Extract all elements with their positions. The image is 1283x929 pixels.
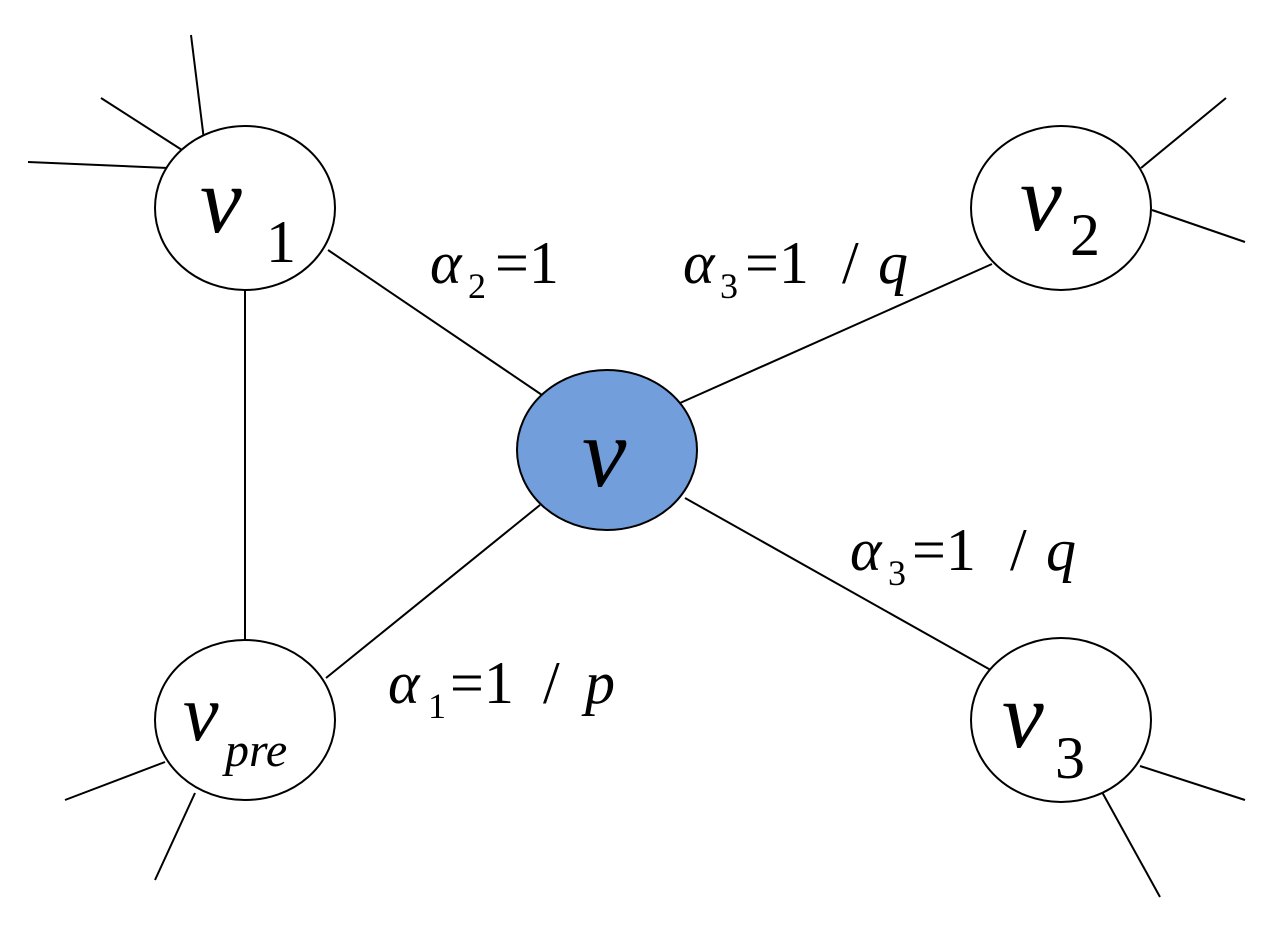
edge-label-v-vpre-subscript: 1 bbox=[428, 686, 446, 726]
node-v1-subscript: 1 bbox=[266, 209, 296, 275]
node-v-symbol: v bbox=[582, 397, 627, 508]
edge-v3-stub-2 bbox=[1101, 791, 1161, 898]
edge-v3-stub-1 bbox=[1139, 765, 1246, 801]
node-vpre: v pre bbox=[154, 639, 336, 801]
node-v2: v 2 bbox=[970, 125, 1152, 291]
edge-label-v-v2-subscript: 3 bbox=[720, 266, 738, 306]
edge-label-v-v2-param: q bbox=[878, 230, 908, 296]
edge-label-v-v3-symbol: α bbox=[850, 517, 883, 583]
node-v-center: v bbox=[516, 369, 698, 531]
node-v1-symbol: v bbox=[200, 149, 242, 253]
edge-vpre-stub-1 bbox=[64, 761, 166, 801]
node-v1-circle bbox=[154, 125, 336, 291]
node-v-circle bbox=[516, 369, 698, 531]
edge-v-vpre bbox=[325, 504, 541, 679]
edge-label-v-v3-param: q bbox=[1046, 517, 1076, 583]
edge-label-v-v1-symbol: α bbox=[430, 230, 463, 296]
edge-v2-stub-1 bbox=[1140, 97, 1227, 169]
node-vpre-circle bbox=[154, 639, 336, 801]
edge-label-v-vpre: α 1 =1 / p bbox=[388, 650, 615, 726]
edge-label-v-v2: α 3 =1 / q bbox=[683, 230, 908, 306]
node-v3-symbol: v bbox=[1002, 664, 1044, 768]
edge-label-v-v1: α 2 =1 bbox=[430, 230, 559, 306]
edge-label-v-v3: α 3 =1 / q bbox=[850, 517, 1076, 593]
node-v2-symbol: v bbox=[1020, 147, 1062, 251]
node-v2-circle bbox=[970, 125, 1152, 291]
edge-label-v-v3-subscript: 3 bbox=[888, 553, 906, 593]
edge-label-v-v1-equals: =1 bbox=[495, 230, 559, 296]
edge-label-v-vpre-param: p bbox=[581, 650, 615, 716]
edge-label-v-v3-equals: =1 bbox=[912, 517, 976, 583]
edge-label-v-v2-slash: / bbox=[842, 230, 859, 296]
edge-v-v3 bbox=[684, 497, 997, 674]
edge-label-v-vpre-slash: / bbox=[543, 650, 560, 716]
edge-label-v-vpre-equals: =1 bbox=[450, 650, 514, 716]
edge-v1-stub-2 bbox=[100, 97, 183, 151]
edge-label-v-vpre-symbol: α bbox=[388, 650, 421, 716]
edge-v-v2 bbox=[679, 263, 993, 404]
node-v1: v 1 bbox=[154, 125, 336, 291]
node-v3-circle bbox=[970, 637, 1152, 803]
node-vpre-subscript: pre bbox=[222, 724, 287, 777]
edge-v1-stub-1 bbox=[190, 34, 205, 141]
node-v3-subscript: 3 bbox=[1055, 725, 1085, 791]
edge-label-v-v2-equals: =1 bbox=[745, 230, 809, 296]
edge-v2-stub-2 bbox=[1151, 209, 1246, 243]
node-vpre-symbol: v bbox=[183, 670, 219, 758]
edge-label-v-v1-subscript: 2 bbox=[468, 266, 486, 306]
edge-vpre-stub-2 bbox=[154, 792, 196, 881]
node-v3: v 3 bbox=[970, 637, 1152, 803]
edge-label-v-v3-slash: / bbox=[1010, 517, 1027, 583]
edge-v1-stub-3 bbox=[27, 161, 169, 169]
edge-label-v-v2-symbol: α bbox=[683, 230, 716, 296]
node-v2-subscript: 2 bbox=[1070, 202, 1100, 268]
edge-v-v1 bbox=[327, 249, 543, 396]
